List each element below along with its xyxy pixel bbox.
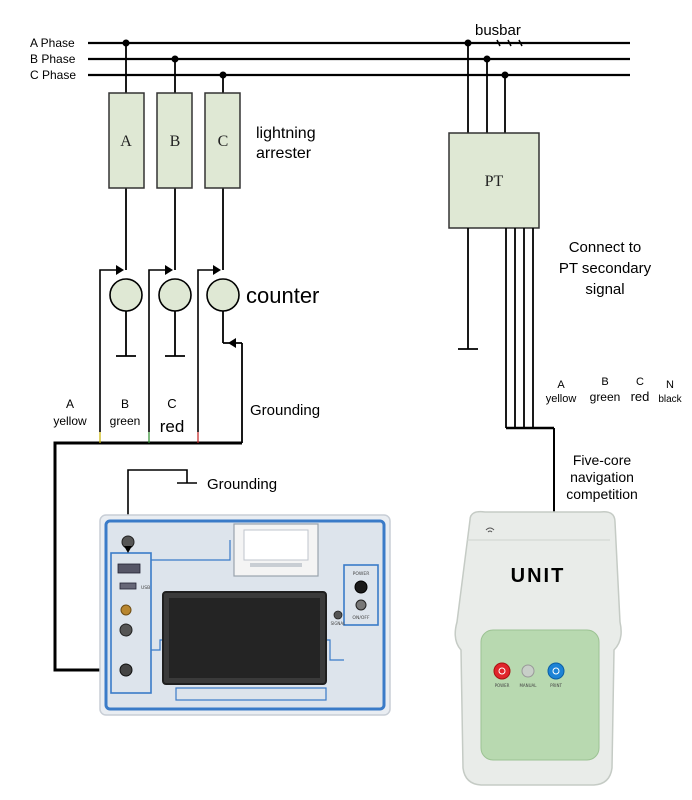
wire-left-c-letter: C xyxy=(167,396,176,411)
wire-left-a-letter: A xyxy=(66,397,74,411)
handheld-print-label: PRINT xyxy=(550,683,562,688)
tester-signal-port[interactable] xyxy=(333,610,343,620)
tester-power-label: POWER xyxy=(353,571,370,577)
wire-right-n-color: black xyxy=(658,394,682,405)
five-core-line3: competition xyxy=(566,486,638,502)
five-core-line1: Five-core xyxy=(573,452,632,468)
tester-ground-symbol xyxy=(127,469,197,540)
pt-secondary-wiring xyxy=(458,228,555,520)
tester-input-terminal[interactable] xyxy=(119,663,133,677)
pt-wiring-top xyxy=(467,43,506,133)
counter-b xyxy=(158,278,192,312)
arrester-wiring xyxy=(125,43,224,270)
tester-port-1[interactable] xyxy=(120,604,132,616)
grounding-label-1: Grounding xyxy=(250,402,320,419)
counters xyxy=(109,278,240,312)
wire-left-c-color: red xyxy=(160,417,185,436)
arrester-title-line1: lightning xyxy=(256,125,316,142)
wire-left-a-color: yellow xyxy=(53,414,87,428)
phase-label-a: A Phase xyxy=(30,36,75,50)
tester-power-button[interactable] xyxy=(354,580,368,594)
wire-right-a-color: yellow xyxy=(546,393,577,405)
counter-lead-arrows xyxy=(116,265,236,348)
handheld-print-button[interactable] xyxy=(547,662,565,680)
arrester-a: A xyxy=(108,92,145,189)
handheld-power-label: POWER xyxy=(495,683,510,688)
wire-right-b-letter: B xyxy=(601,376,608,388)
wire-left-b-letter: B xyxy=(121,397,129,411)
arrester-title-line2: arrester xyxy=(256,145,312,162)
wire-right-n-letter: N xyxy=(666,379,674,391)
wire-left-b-color: green xyxy=(110,414,141,428)
handheld-manual-label: MANUAL xyxy=(519,683,537,688)
tester-device: USB POWER ON/OFF SIGNAL xyxy=(99,514,391,716)
wire-right-b-color: green xyxy=(590,390,621,404)
tester-usb-port[interactable] xyxy=(119,582,137,590)
tester-wire-colors xyxy=(99,432,199,443)
counter-c xyxy=(206,278,240,312)
phase-lines xyxy=(88,41,630,77)
handheld-brand: UNIT xyxy=(511,565,566,587)
arrester-c: C xyxy=(204,92,241,189)
five-core-line2: navigation xyxy=(570,469,634,485)
tester-onoff-button[interactable] xyxy=(355,599,367,611)
handheld-manual-button[interactable] xyxy=(521,664,535,678)
counter-ground-symbols xyxy=(116,311,243,443)
phase-label-c: C Phase xyxy=(30,68,76,82)
arrester-c-label: C xyxy=(218,133,229,150)
wire-right-c-color: red xyxy=(631,389,650,404)
arrester-b: B xyxy=(156,92,193,189)
arrester-b-label: B xyxy=(170,133,181,150)
counter-leads xyxy=(99,269,219,432)
busbar-tick-marks xyxy=(496,39,523,47)
handheld-unit: UNIT POWER MANUAL PRINT xyxy=(454,510,622,786)
pt-label: PT xyxy=(485,173,504,190)
pt-connect-line2: PT secondary xyxy=(559,260,652,277)
phase-label-b: B Phase xyxy=(30,52,76,66)
handheld-power-button[interactable] xyxy=(493,662,511,680)
pt-connect-line3: signal xyxy=(585,281,624,298)
grounding-label-2: Grounding xyxy=(207,476,277,493)
counter-label: counter xyxy=(246,283,319,308)
tester-port-2[interactable] xyxy=(119,623,133,637)
pt-box: PT xyxy=(448,132,540,229)
printer-icon xyxy=(233,523,319,577)
tester-signal-label: SIGNAL xyxy=(331,621,347,626)
wire-right-c-letter: C xyxy=(636,376,644,388)
counter-a xyxy=(109,278,143,312)
arrester-a-label: A xyxy=(120,133,132,150)
wifi-icon xyxy=(485,527,495,533)
pt-connect-line1: Connect to xyxy=(569,239,642,256)
tester-serial-port[interactable] xyxy=(117,563,141,574)
busbar-label: busbar xyxy=(475,22,521,39)
tester-usb-label: USB xyxy=(141,585,150,591)
tester-onoff-label: ON/OFF xyxy=(352,615,370,621)
wire-right-a-letter: A xyxy=(557,379,565,391)
